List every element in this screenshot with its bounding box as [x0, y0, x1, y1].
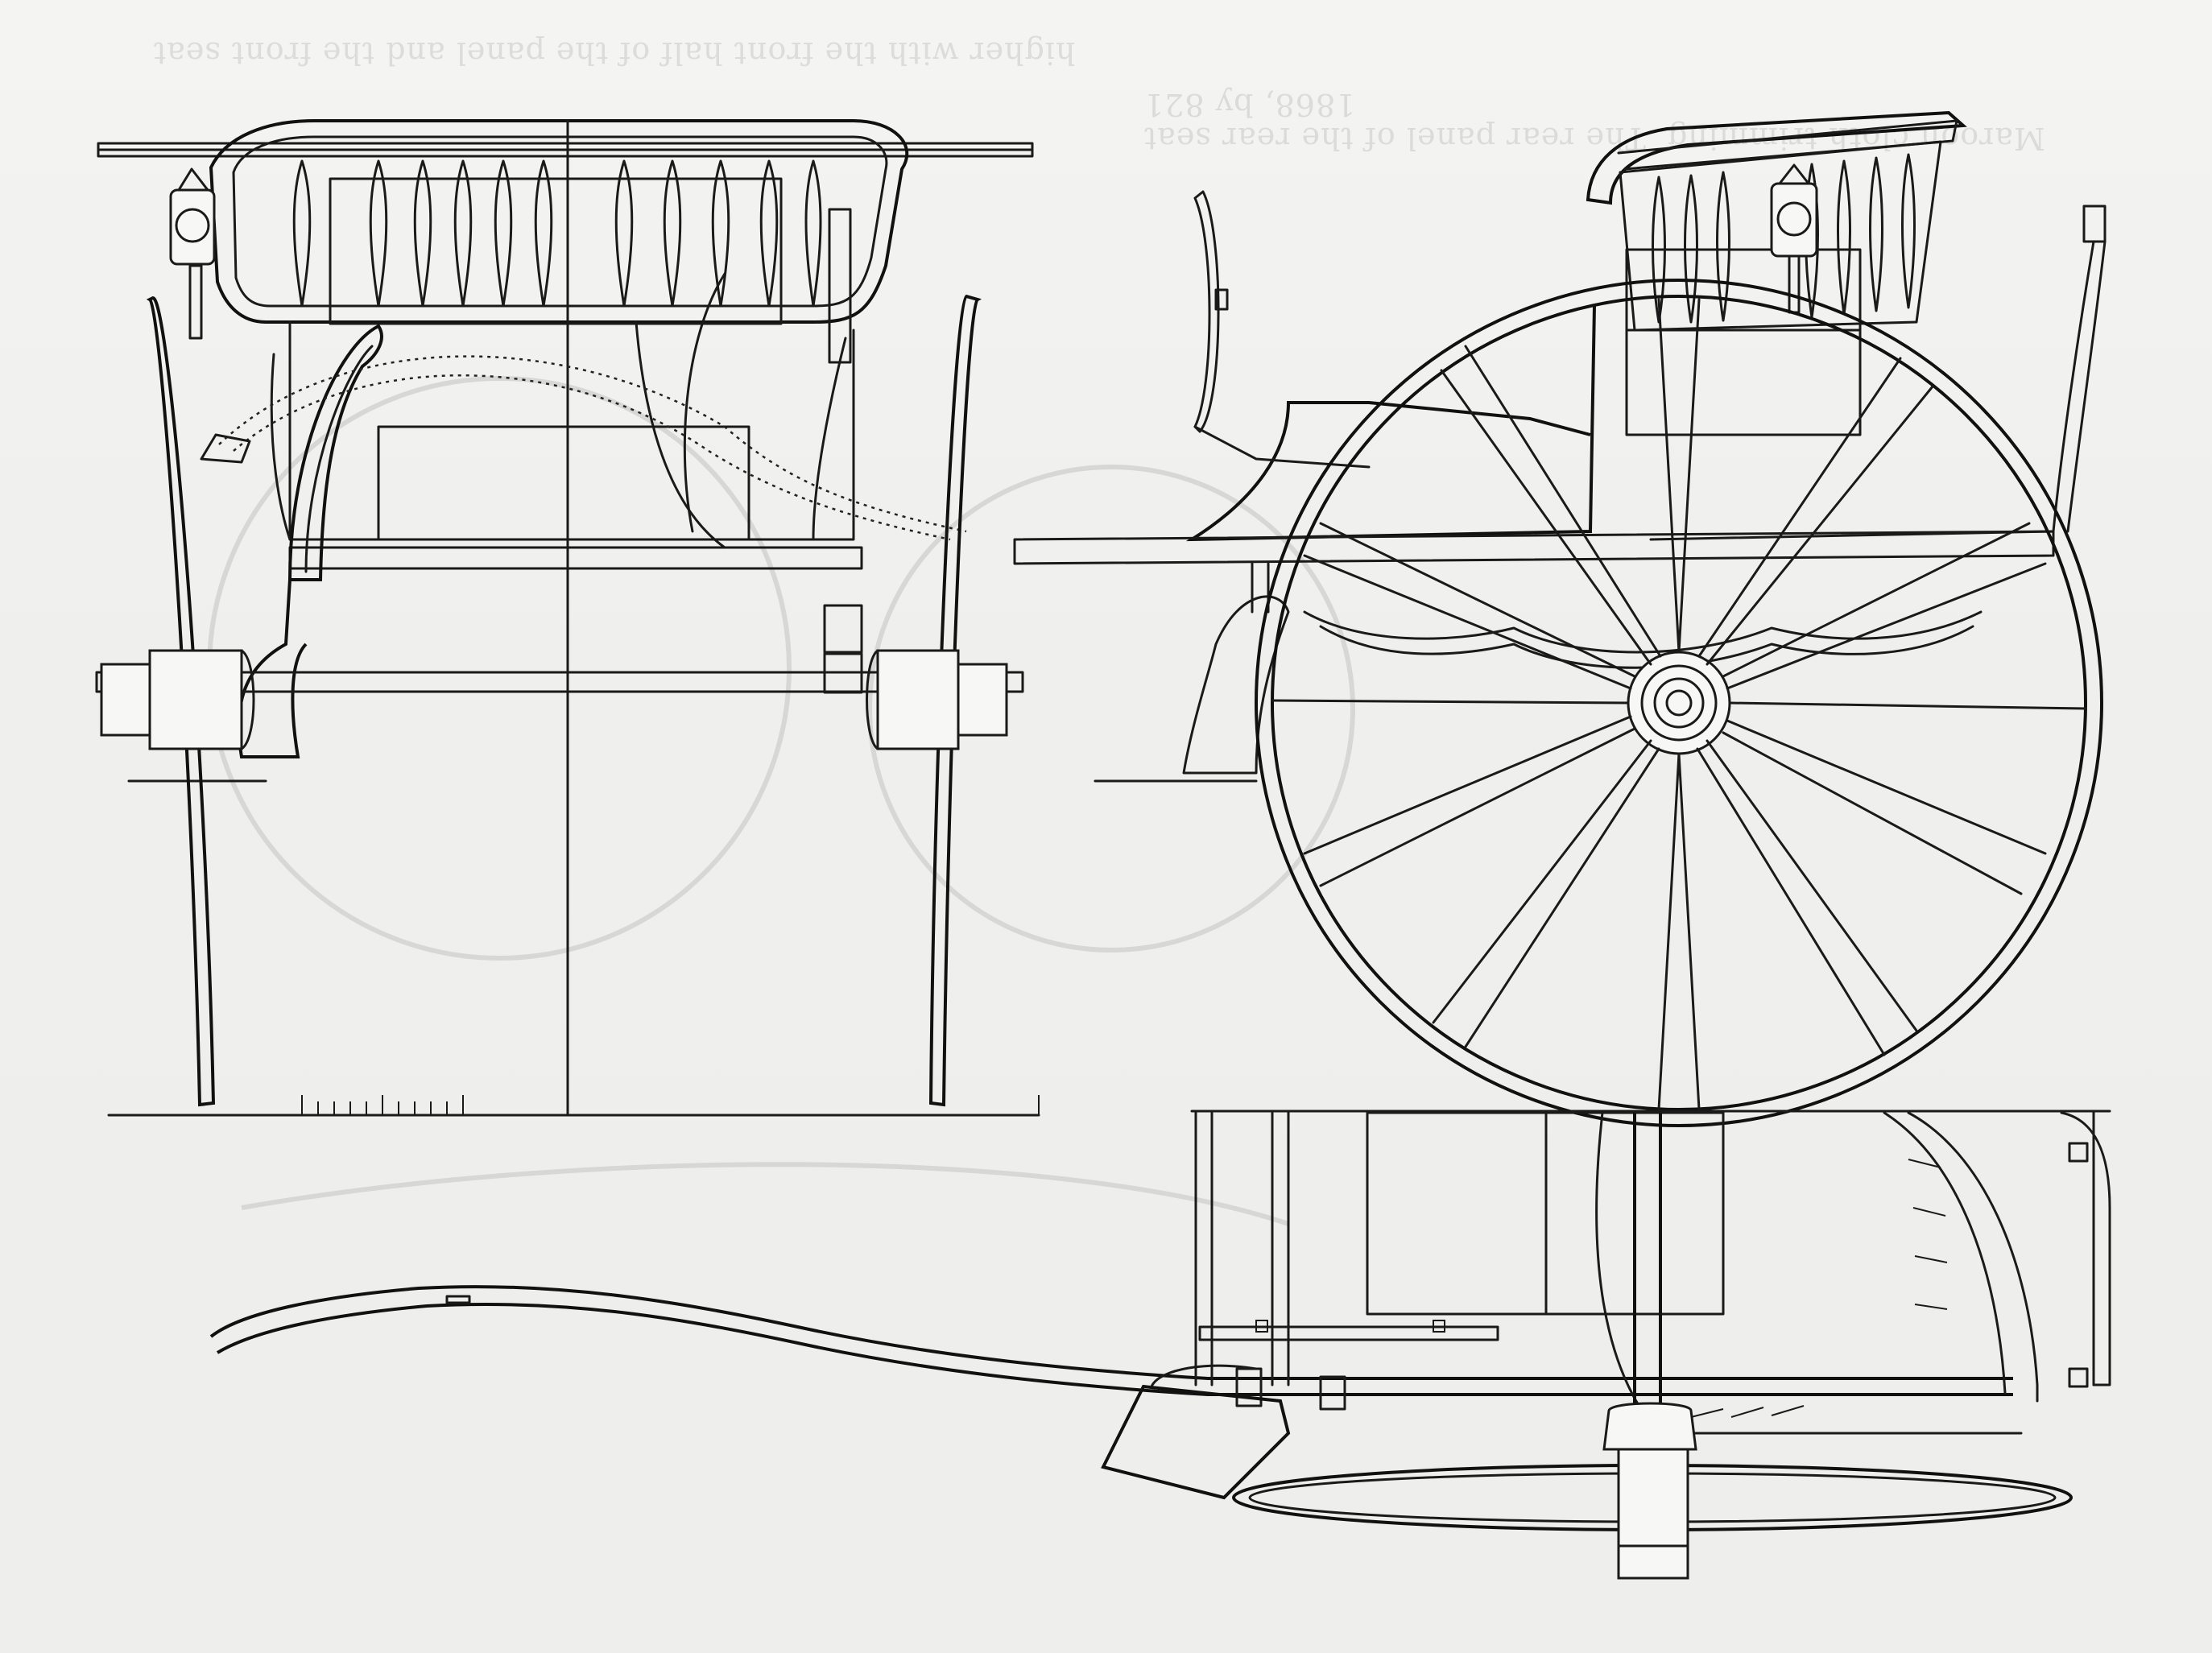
carriage-lamp-right: [1770, 163, 1818, 314]
dash-hoop: [287, 324, 383, 581]
seat-body: [209, 119, 909, 1117]
step-plan: [1101, 1364, 1291, 1500]
seat-plan: [1690, 1111, 2111, 1418]
carriage-lamp-left: [169, 167, 216, 340]
seat-slat-ticks: [1690, 1159, 1948, 1418]
left-hub: [100, 649, 255, 750]
whip-socket: [1649, 205, 2107, 541]
reins-dotted-2: [233, 374, 951, 541]
rein-loop: [200, 433, 251, 464]
plan-view: [209, 1110, 2111, 1580]
rear-seat: [1586, 110, 1967, 436]
right-body: [1013, 190, 2055, 783]
lower-body: [270, 208, 863, 654]
scale-ticks: [301, 1095, 1040, 1115]
top-rail: [97, 142, 1034, 158]
ground-line: [107, 1095, 1040, 1117]
right-hub: [866, 649, 1008, 750]
wheel-plan: [1232, 1402, 2073, 1580]
right-elevation-view: [1013, 110, 2107, 1127]
reins-dotted: [218, 355, 967, 533]
shaft-plan: [209, 1285, 2013, 1396]
axle-assembly: [95, 649, 1024, 750]
left-elevation-view: [95, 119, 1040, 1117]
wheel-spokes: [1271, 298, 2087, 1111]
seat-spindles: [292, 159, 822, 308]
right-wheel: [1255, 279, 2103, 1127]
left-wheel-edge: [146, 294, 982, 1107]
ghost-shapes: [207, 376, 1355, 1226]
rear-seat-spindles: [1652, 153, 1916, 324]
